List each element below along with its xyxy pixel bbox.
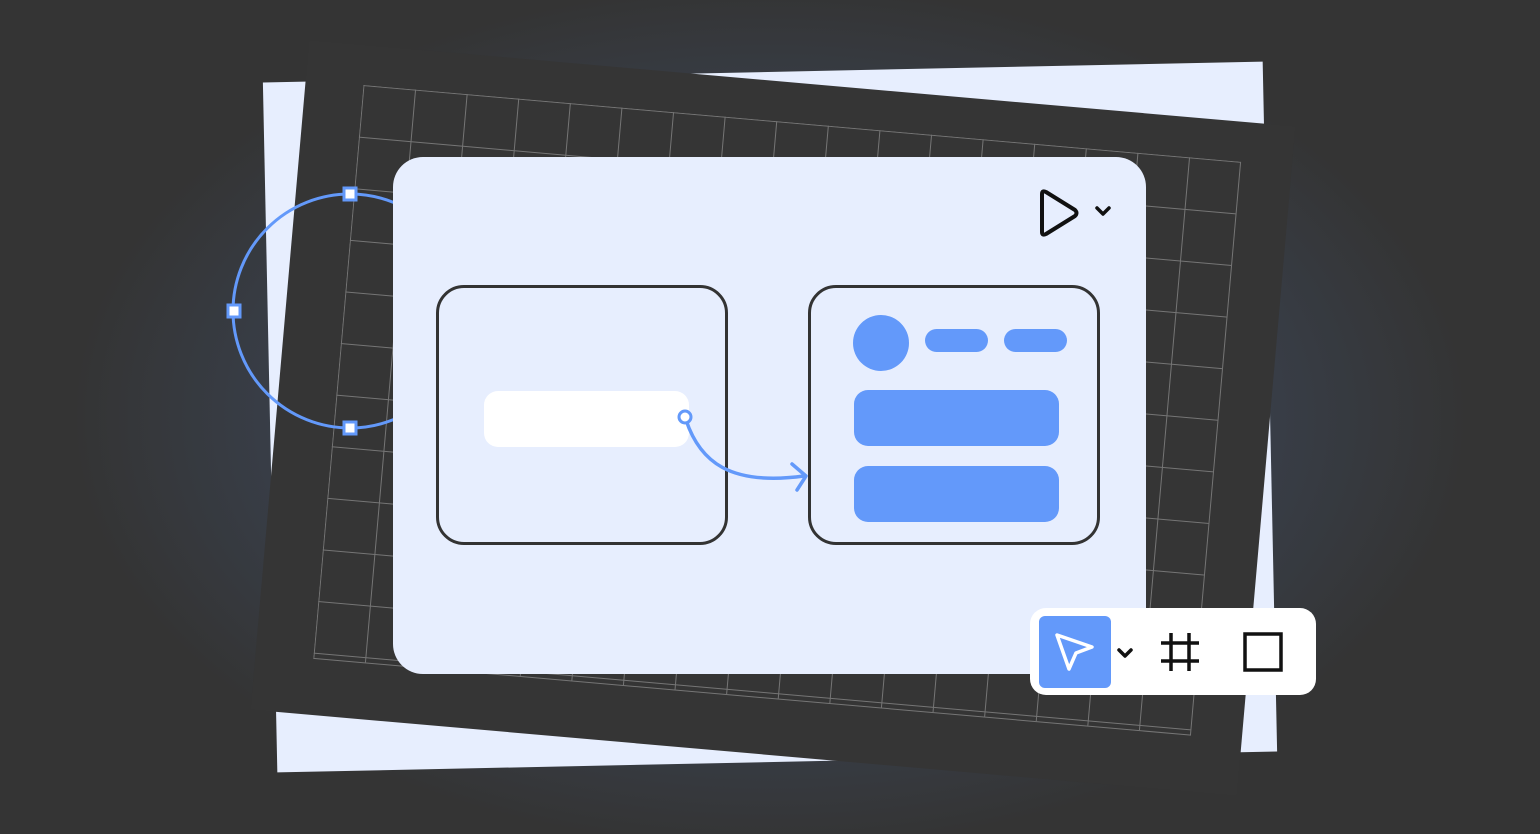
vector-handle-bottom[interactable] — [342, 420, 358, 436]
avatar — [853, 315, 909, 371]
play-icon — [1040, 189, 1111, 237]
destination-frame[interactable] — [808, 285, 1100, 545]
text-pill-2 — [1004, 329, 1067, 352]
white-button-placeholder[interactable] — [484, 391, 689, 447]
toolbar — [1030, 608, 1316, 695]
frame-tool-icon — [1161, 633, 1199, 671]
vector-handle-left[interactable] — [226, 303, 242, 319]
move-tool-button[interactable] — [1039, 616, 1111, 688]
text-pill-1 — [925, 329, 988, 352]
rectangle-tool-icon — [1243, 632, 1283, 672]
connection-node[interactable] — [677, 409, 693, 425]
chevron-down-icon — [1095, 206, 1111, 216]
present-button[interactable] — [1033, 189, 1113, 239]
vector-handle-top[interactable] — [342, 186, 358, 202]
source-frame[interactable] — [436, 285, 728, 545]
frame-tool-button[interactable] — [1144, 616, 1216, 688]
rectangle-tool-button[interactable] — [1227, 616, 1299, 688]
content-block-2 — [854, 466, 1059, 522]
move-tool-dropdown[interactable] — [1114, 642, 1136, 664]
content-block-1 — [854, 390, 1059, 446]
move-cursor-icon — [1055, 633, 1094, 671]
chevron-down-icon — [1117, 648, 1133, 658]
prototype-card — [393, 157, 1146, 674]
